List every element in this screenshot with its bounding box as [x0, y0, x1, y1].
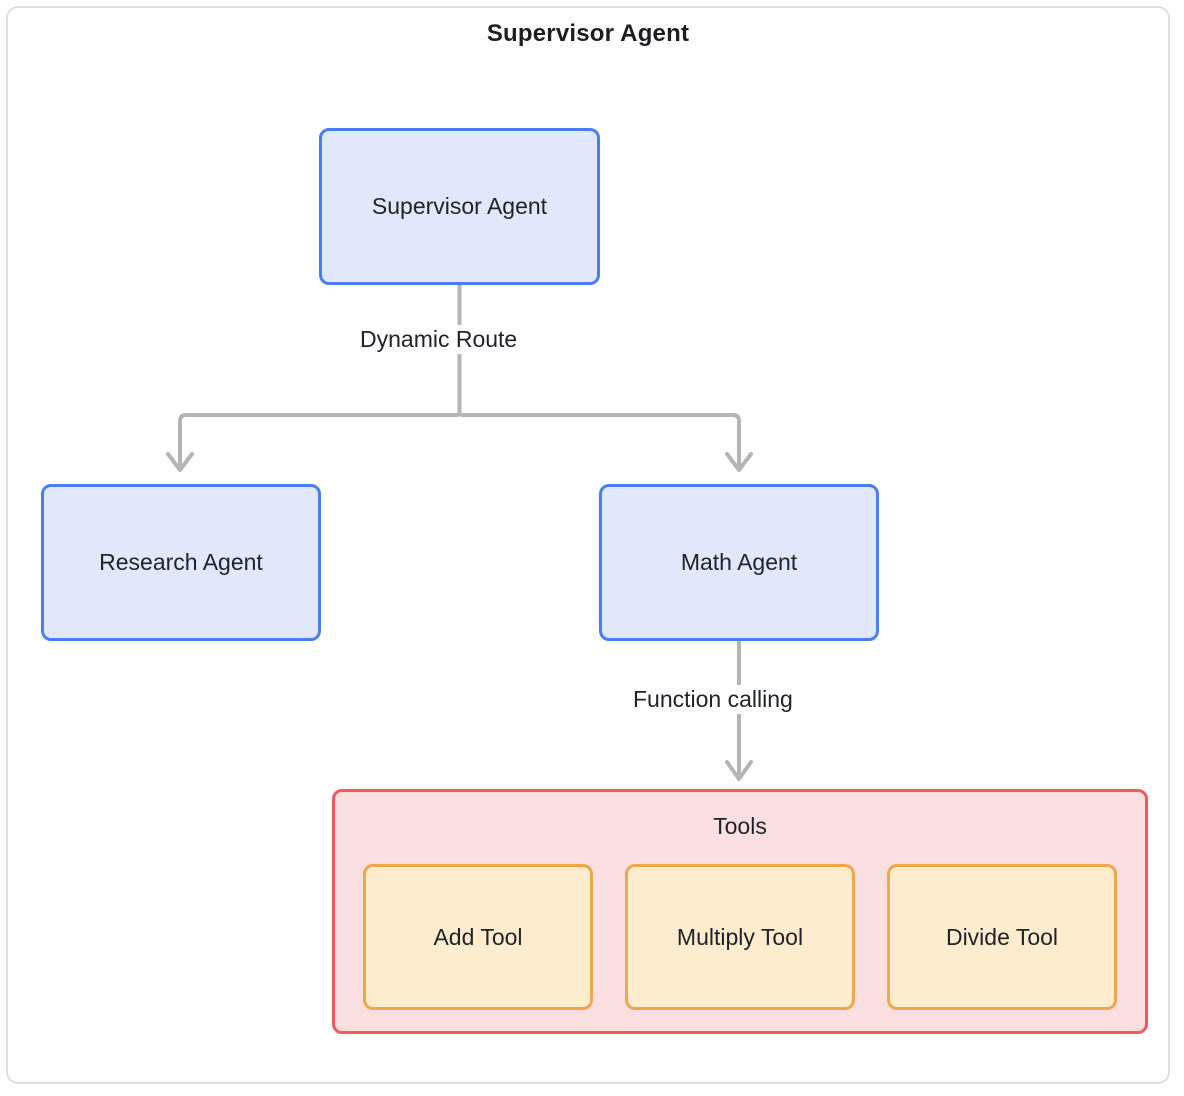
node-research-agent[interactable]: Research Agent	[41, 484, 321, 641]
edge-label-function-calling: Function calling	[626, 685, 800, 714]
node-add-tool-label: Add Tool	[433, 923, 523, 950]
node-supervisor-agent-label: Supervisor Agent	[371, 193, 548, 220]
node-divide-tool-label: Divide Tool	[945, 923, 1059, 950]
node-math-agent[interactable]: Math Agent	[599, 484, 879, 641]
node-math-agent-label: Math Agent	[680, 549, 798, 576]
cluster-tools-label: Tools	[713, 813, 767, 839]
node-multiply-tool-label: Multiply Tool	[676, 923, 804, 950]
page-title: Supervisor Agent	[486, 20, 690, 47]
edge-label-dynamic-route: Dynamic Route	[353, 325, 525, 354]
node-divide-tool[interactable]: Divide Tool	[887, 864, 1117, 1010]
node-research-agent-label: Research Agent	[99, 549, 263, 576]
node-supervisor-agent[interactable]: Supervisor Agent	[319, 128, 600, 285]
tools-row: Add Tool Multiply Tool Divide Tool	[363, 864, 1117, 1010]
node-multiply-tool[interactable]: Multiply Tool	[625, 864, 855, 1010]
cluster-tools: Tools Add Tool Multiply Tool Divide Tool	[332, 789, 1148, 1034]
node-add-tool[interactable]: Add Tool	[363, 864, 593, 1010]
